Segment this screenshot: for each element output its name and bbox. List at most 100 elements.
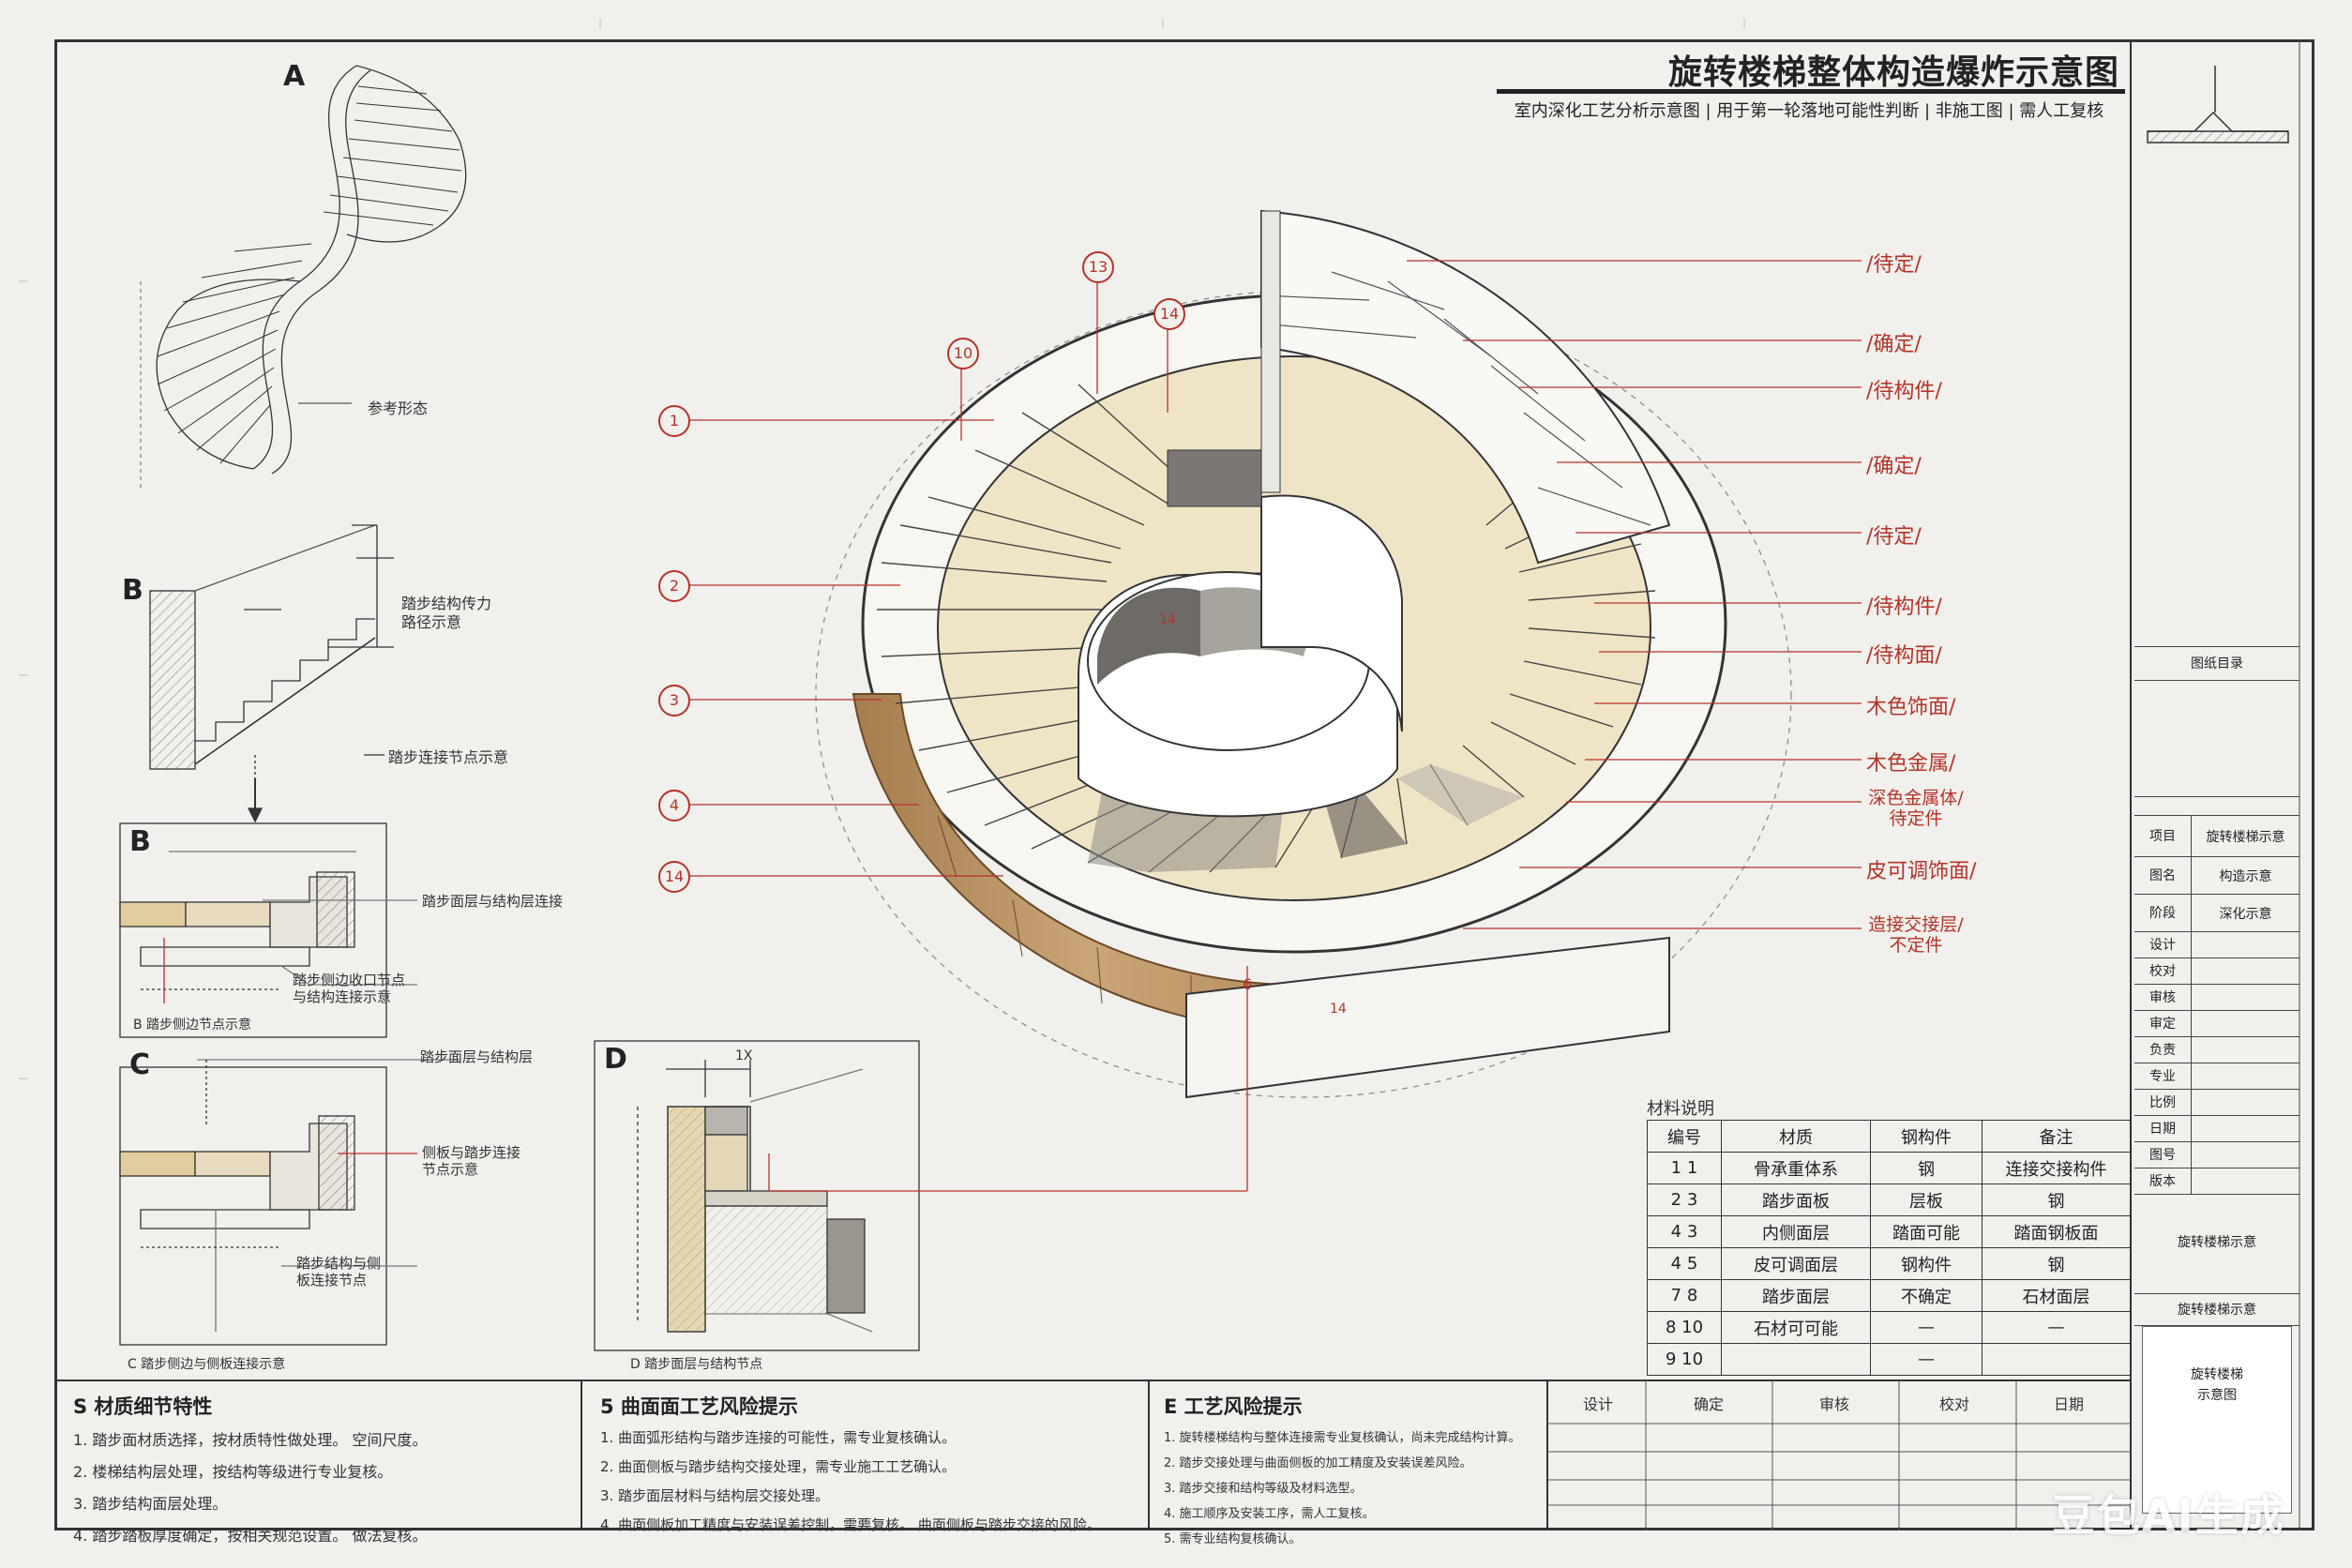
cell-note: 石材面层 bbox=[1982, 1279, 2131, 1312]
sidebar-blank bbox=[2134, 681, 2299, 797]
callout-13: 13 bbox=[1082, 251, 1114, 283]
svg-text:14: 14 bbox=[1159, 612, 1176, 627]
right-leader-lines bbox=[1407, 260, 1862, 929]
view-a-letter: A bbox=[283, 60, 306, 93]
cell-note: 连接交接构件 bbox=[1982, 1152, 2131, 1184]
sidebar-row: 专业 bbox=[2134, 1063, 2299, 1090]
sidebar-row-key: 图号 bbox=[2134, 1142, 2192, 1168]
materials-header: 钢构件 bbox=[1870, 1120, 1983, 1153]
notes-block-s: S 材质细节特性 1. 踏步面材质选择，按材质特性做处理。 空间尺度。 2. 楼… bbox=[54, 1380, 581, 1545]
b-detail-caption: B 踏步侧边节点示意 bbox=[133, 1018, 252, 1033]
d-detail-node bbox=[594, 1040, 920, 1351]
label-r8: 木色饰面/ bbox=[1866, 696, 1956, 719]
sign-label: 确定 bbox=[1694, 1395, 1725, 1413]
b-detail-note2: 踏步侧边收口节点 与结构连接示意 bbox=[293, 972, 406, 1005]
callout-4: 4 bbox=[658, 790, 690, 822]
view-b-note: 踏步结构传力 路径示意 bbox=[401, 595, 492, 631]
notes-s-line: 1. 踏步面材质选择，按材质特性做处理。 空间尺度。 bbox=[73, 1431, 428, 1449]
materials-header: 编号 bbox=[1647, 1120, 1722, 1153]
notes-s-line: 2. 楼梯结构层处理，按结构等级进行专业复核。 bbox=[73, 1463, 393, 1481]
cell-no: 7 8 bbox=[1647, 1279, 1722, 1312]
notes-e-line: 1. 旋转楼梯结构与整体连接需专业复核确认，尚未完成结构计算。 bbox=[1164, 1431, 1521, 1445]
cell-steel: 踏面可能 bbox=[1870, 1215, 1983, 1248]
label-r2: /确定/ bbox=[1866, 333, 1922, 356]
sidebar-row-key: 比例 bbox=[2134, 1090, 2192, 1115]
label-r10: 深色金属体/ 待定件 bbox=[1868, 788, 1964, 829]
callout-10: 10 bbox=[947, 338, 979, 369]
sidebar-row: 负责 bbox=[2134, 1037, 2299, 1063]
sidebar-block1: 旋转楼梯示意 bbox=[2134, 1195, 2299, 1294]
sign-label: 审核 bbox=[1819, 1395, 1850, 1413]
cell-no: 4 5 bbox=[1647, 1247, 1722, 1280]
notes-e-line: 5. 需专业结构复核确认。 bbox=[1164, 1532, 1302, 1546]
sign-label: 设计 bbox=[1583, 1395, 1614, 1413]
sidebar-row-key: 专业 bbox=[2134, 1063, 2192, 1089]
sidebar-row-key: 校对 bbox=[2134, 958, 2192, 984]
sidebar-row-key: 版本 bbox=[2134, 1168, 2192, 1194]
cell-mat: 骨承重体系 bbox=[1721, 1152, 1871, 1184]
drawing-frame bbox=[54, 39, 2314, 1530]
drawing-subtitle: 室内深化工艺分析示意图 | 用于第一轮落地可能性判断 | 非施工图 | 需人工复… bbox=[1514, 101, 2104, 121]
sidebar-row: 校对 bbox=[2134, 958, 2299, 985]
sidebar-key: 项目 bbox=[2134, 816, 2192, 856]
sidebar-value: 构造示意 bbox=[2219, 868, 2272, 884]
cell-no: 9 10 bbox=[1647, 1343, 1722, 1376]
sidebar-row: 审核 bbox=[2134, 985, 2299, 1011]
callout-14-left: 14 bbox=[658, 861, 690, 893]
sidebar-row-key: 负责 bbox=[2134, 1037, 2192, 1063]
cell-no: 4 3 bbox=[1647, 1215, 1722, 1248]
cell-mat: 踏步面层 bbox=[1721, 1279, 1871, 1312]
c-detail-note2: 踏步结构与侧 板连接节点 bbox=[296, 1255, 382, 1289]
view-a-spiral-sketch bbox=[140, 65, 467, 488]
cell-mat: 石材可可能 bbox=[1721, 1311, 1871, 1344]
c-detail-top: 踏步面层与结构层 bbox=[420, 1048, 534, 1065]
sidebar-value: 旋转楼梯示意 bbox=[2206, 829, 2285, 845]
c-detail-node bbox=[119, 1059, 460, 1346]
svg-text:6: 6 bbox=[1243, 975, 1252, 993]
notes-5-line: 1. 曲面弧形结构与踏步连接的可能性，需专业复核确认。 bbox=[600, 1429, 957, 1446]
notes-5-title: 5 曲面面工艺风险提示 bbox=[600, 1395, 798, 1418]
notes-block-e: E 工艺风险提示 1. 旋转楼梯结构与整体连接需专业复核确认，尚未完成结构计算。… bbox=[1149, 1380, 1547, 1546]
b-detail-note1: 踏步面层与结构层连接 bbox=[422, 893, 564, 910]
notes-s-line: 3. 踏步结构面层处理。 bbox=[73, 1495, 228, 1513]
d-detail-caption: D 踏步面层与结构节点 bbox=[630, 1357, 763, 1372]
cell-no: 2 3 bbox=[1647, 1184, 1722, 1216]
sidebar-row: 版本 bbox=[2134, 1168, 2299, 1195]
d-detail-letter: D bbox=[604, 1043, 627, 1076]
callout-14-top: 14 bbox=[1153, 298, 1185, 330]
watermark: 豆包AI生成 bbox=[2052, 1490, 2285, 1541]
cell-note: — bbox=[1982, 1311, 2131, 1344]
notes-e-title: E 工艺风险提示 bbox=[1164, 1395, 1303, 1418]
sidebar-block3: 旋转楼梯 示意图 bbox=[2142, 1326, 2292, 1514]
cell-note: 钢 bbox=[1982, 1184, 2131, 1216]
cell-note bbox=[1982, 1343, 2131, 1376]
notes-s-line: 4. 踏步踏板厚度确定，按相关规范设置。 做法复核。 bbox=[73, 1527, 428, 1545]
sidebar-value: 深化示意 bbox=[2219, 906, 2272, 922]
table-row: 9 10 — bbox=[1647, 1343, 2131, 1376]
cell-mat: 皮可调面层 bbox=[1721, 1247, 1871, 1280]
sidebar-drawing-list: 图纸目录 bbox=[2134, 647, 2299, 681]
sidebar-row-key: 日期 bbox=[2134, 1116, 2192, 1141]
c-detail-note1: 侧板与踏步连接 节点示意 bbox=[422, 1144, 521, 1178]
label-r5: /待定/ bbox=[1866, 525, 1922, 549]
sidebar-row: 审定 bbox=[2134, 1011, 2299, 1037]
sidebar-row: 图号 bbox=[2134, 1142, 2299, 1168]
label-r7: /待构面/ bbox=[1866, 644, 1942, 668]
sidebar-block2: 旋转楼梯示意 bbox=[2134, 1294, 2299, 1326]
c-detail-caption: C 踏步侧边与侧板连接示意 bbox=[128, 1357, 286, 1372]
view-b-stair-section bbox=[149, 524, 394, 823]
label-r12: 造接交接层/ 不定件 bbox=[1868, 914, 1964, 956]
margin-ticks bbox=[19, 19, 1745, 1079]
materials-title: 材料说明 bbox=[1647, 1099, 1714, 1119]
notes-e-line: 4. 施工顺序及安装工序，需人工复核。 bbox=[1164, 1507, 1375, 1521]
materials-header: 备注 bbox=[1982, 1120, 2131, 1153]
sidebar-row-stage: 阶段 深化示意 bbox=[2134, 895, 2299, 932]
left-leader-lines bbox=[688, 281, 1168, 877]
cell-steel: — bbox=[1870, 1343, 1983, 1376]
sidebar-top bbox=[2134, 150, 2299, 647]
sign-label: 校对 bbox=[1939, 1395, 1970, 1413]
notes-block-5: 5 曲面面工艺风险提示 1. 曲面弧形结构与踏步连接的可能性，需专业复核确认。 … bbox=[581, 1380, 1149, 1533]
